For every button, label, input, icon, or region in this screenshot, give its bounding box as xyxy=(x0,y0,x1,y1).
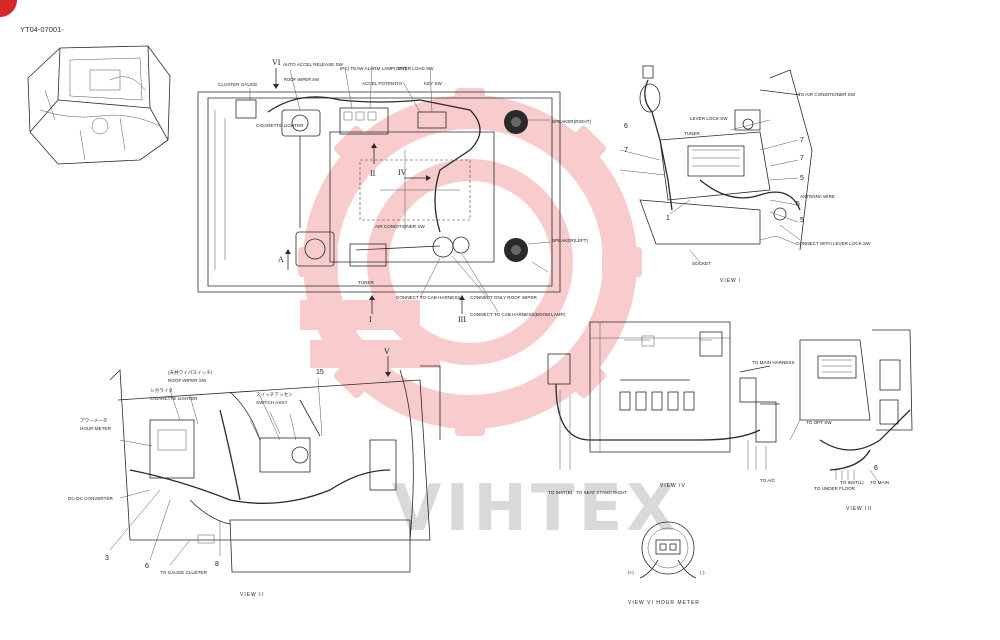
svg-text:7: 7 xyxy=(800,137,804,144)
svg-text:VIEW VI HOUR METER: VIEW VI HOUR METER xyxy=(628,600,700,606)
doc-number: YT04-07001- xyxy=(20,25,64,34)
svg-text:スイッチアッセン: スイッチアッセン xyxy=(256,392,293,398)
svg-text:7: 7 xyxy=(624,147,628,154)
svg-text:CONNECT TO CAB HARNESS(BOOM LA: CONNECT TO CAB HARNESS(BOOM LAMP) xyxy=(470,312,566,317)
svg-text:5: 5 xyxy=(800,175,804,182)
svg-text:7: 7 xyxy=(800,155,804,162)
svg-text:TUNER: TUNER xyxy=(358,280,375,285)
svg-text:VIEW IV: VIEW IV xyxy=(660,483,686,489)
svg-text:TO SEAT STAND RIGHT: TO SEAT STAND RIGHT xyxy=(576,490,627,495)
svg-text:TO INST(L): TO INST(L) xyxy=(840,480,864,485)
svg-text:VIEW III: VIEW III xyxy=(846,506,872,512)
svg-text:VIEW I: VIEW I xyxy=(720,278,742,284)
svg-text:1: 1 xyxy=(666,215,670,222)
svg-text:TO INST(B): TO INST(B) xyxy=(548,490,573,495)
svg-text:SPEAKER(RIGHT): SPEAKER(RIGHT) xyxy=(552,119,592,124)
svg-text:アワーメータ: アワーメータ xyxy=(80,417,107,424)
svg-text:VIEW II: VIEW II xyxy=(240,592,264,598)
svg-text:ACCEL POTENTIO: ACCEL POTENTIO xyxy=(362,81,402,86)
svg-text:6: 6 xyxy=(874,465,878,472)
svg-text:VI: VI xyxy=(272,58,281,67)
view-vi: (+) (-) VIEW VI HOUR METER xyxy=(628,521,705,606)
view-iii: 6 TO OPT SW TO UNDER FLOOR TO INST(L) TO… xyxy=(789,329,913,512)
watermark-text: VIHTEX xyxy=(392,472,680,546)
top-view: VI II IV I III A CLUSTER GAUGE ROOF WIPE… xyxy=(197,58,592,324)
svg-text:III: III xyxy=(458,315,466,324)
svg-text:KEY SW: KEY SW xyxy=(424,81,442,86)
svg-text:CIGARETTE LIGHTER: CIGARETTE LIGHTER xyxy=(256,123,304,128)
svg-text:ROOF WIPER SW: ROOF WIPER SW xyxy=(284,77,319,82)
svg-text:TO A/C: TO A/C xyxy=(760,478,776,483)
svg-text:SWITCH ASSY: SWITCH ASSY xyxy=(256,400,287,405)
svg-text:(天井ワイパスイッチ): (天井ワイパスイッチ) xyxy=(168,369,213,376)
svg-text:CLUSTER GAUGE: CLUSTER GAUGE xyxy=(218,82,257,87)
svg-text:3: 3 xyxy=(105,555,109,562)
svg-text:LEVER LOCK SW: LEVER LOCK SW xyxy=(690,116,728,121)
svg-text:CIGARETTE LIGHTER: CIGARETTE LIGHTER xyxy=(150,396,198,401)
svg-text:CONNECT TO CAB HARNESS: CONNECT TO CAB HARNESS xyxy=(396,295,460,300)
svg-text:(+): (+) xyxy=(628,570,634,575)
view-ii: V 15 3 6 8 (天井ワイパスイッチ) ROOF WIPER SW シガラ… xyxy=(68,347,441,598)
svg-text:CONNECT ONLY ROOF WIPER: CONNECT ONLY ROOF WIPER xyxy=(470,295,538,300)
svg-text:SPEAKER(LEFT): SPEAKER(LEFT) xyxy=(552,238,588,243)
svg-text:HOUR METER: HOUR METER xyxy=(80,426,112,431)
svg-text:II: II xyxy=(370,169,376,178)
svg-text:TO GAUGE CLUSTER: TO GAUGE CLUSTER xyxy=(160,570,208,575)
svg-text:AUTO ACCEL RELEASE SW: AUTO ACCEL RELEASE SW xyxy=(283,62,344,67)
view-i: 6 7 7 7 5 5 1 5 TO AIR CONDITIONER SW LE… xyxy=(619,65,871,284)
svg-text:8: 8 xyxy=(215,561,219,568)
view-iv: TO MAIN HARNESS TO INST(B) TO SEAT STAND… xyxy=(547,321,795,495)
svg-text:6: 6 xyxy=(624,123,628,130)
svg-text:DC-DC CONVERTER: DC-DC CONVERTER xyxy=(68,496,114,501)
svg-text:I: I xyxy=(369,315,372,324)
svg-text:TO OPT SW: TO OPT SW xyxy=(806,420,832,425)
svg-text:ROOF WIPER SW: ROOF WIPER SW xyxy=(168,378,207,383)
svg-text:A: A xyxy=(278,255,284,264)
svg-text:(-): (-) xyxy=(700,570,705,575)
svg-text:TO UNDER FLOOR: TO UNDER FLOOR xyxy=(814,486,856,491)
svg-text:TO MAIN HARNESS: TO MAIN HARNESS xyxy=(752,360,795,365)
svg-text:TO AIR CONDITIONER SW: TO AIR CONDITIONER SW xyxy=(798,92,856,97)
svg-text:TUNER: TUNER xyxy=(684,131,701,136)
svg-text:5: 5 xyxy=(796,201,800,208)
svg-text:6: 6 xyxy=(145,563,149,570)
svg-text:IPC) TEAW ALARM LAMP(OPT): IPC) TEAW ALARM LAMP(OPT) xyxy=(340,66,407,71)
svg-text:15: 15 xyxy=(316,369,324,376)
svg-text:TO MAIN: TO MAIN xyxy=(870,480,889,485)
svg-text:ANTENNA WIRE: ANTENNA WIRE xyxy=(800,194,835,199)
svg-text:CONNECT WITH LEVER LOCK SW: CONNECT WITH LEVER LOCK SW xyxy=(796,241,871,246)
cab-sketch xyxy=(27,45,171,165)
corner-mark xyxy=(0,0,17,17)
svg-text:シガライタ: シガライタ xyxy=(150,387,173,394)
svg-text:OVER LOAD SW: OVER LOAD SW xyxy=(398,66,434,71)
svg-text:SOCKET: SOCKET xyxy=(692,261,711,266)
svg-text:V: V xyxy=(384,347,390,356)
svg-text:AIR CONDITIONER SW: AIR CONDITIONER SW xyxy=(375,224,425,229)
svg-text:IV: IV xyxy=(398,168,407,177)
svg-text:5: 5 xyxy=(800,217,804,224)
